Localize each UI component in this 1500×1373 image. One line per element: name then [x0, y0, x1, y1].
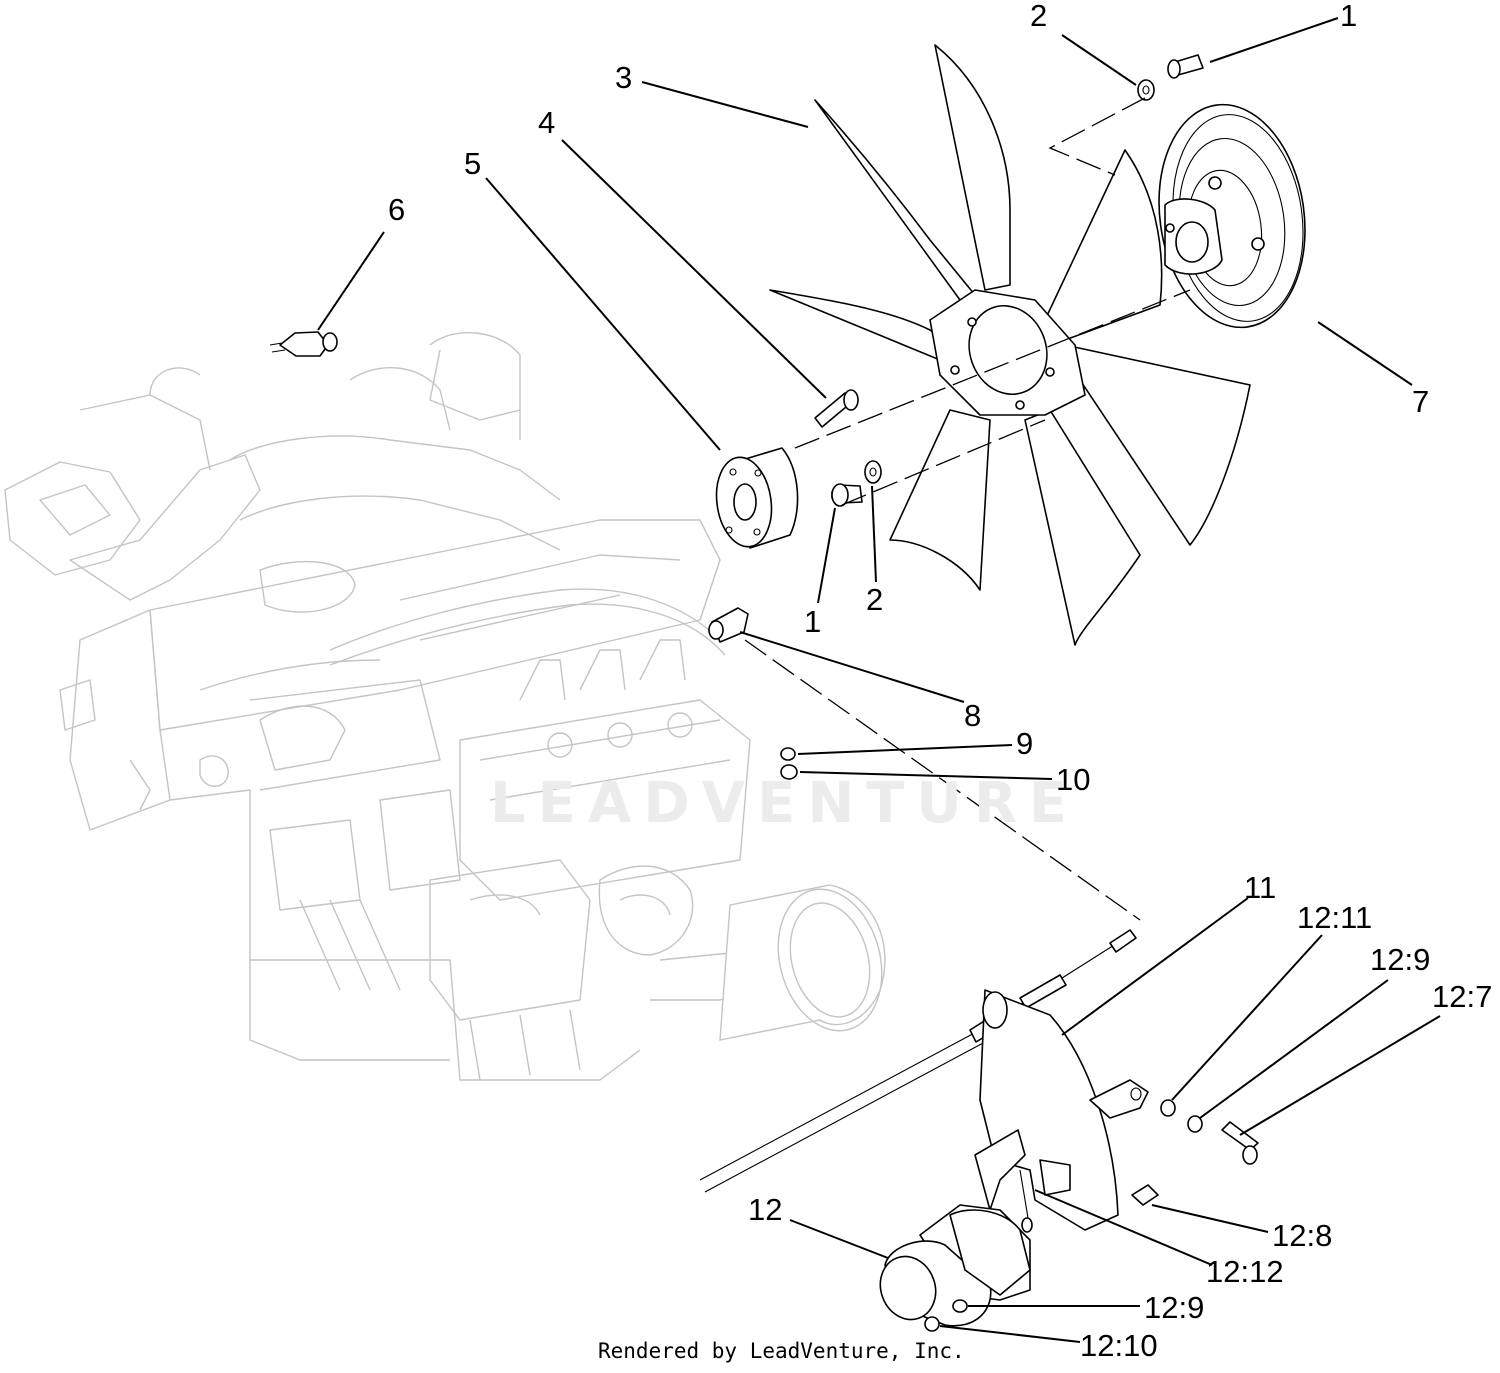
- callout-1-lower: 1: [804, 604, 821, 639]
- washer-12-11: [1160, 1099, 1176, 1117]
- callout-2-upper: 2: [1030, 0, 1047, 33]
- callout-labels: 1 2 3 4 5 6 7 1 2 8 9 10 11 12:11 12:9 1…: [388, 0, 1492, 1363]
- callout-11: 11: [1244, 870, 1276, 905]
- alignment-line-cable: [744, 639, 1141, 921]
- callout-5: 5: [464, 146, 481, 181]
- fan-spacer: [715, 447, 799, 549]
- callout-12-8: 12:8: [1272, 1218, 1332, 1253]
- bolt-lower: [831, 483, 863, 507]
- callout-12-7: 12:7: [1432, 979, 1492, 1014]
- callout-12-9-upper: 12:9: [1370, 942, 1430, 977]
- washer-9: [780, 747, 796, 761]
- callout-1-upper: 1: [1340, 0, 1357, 33]
- callout-12-9-lower: 12:9: [1144, 1290, 1204, 1325]
- callout-4: 4: [538, 105, 555, 140]
- engine-block-drawing: [4, 332, 886, 1081]
- pressure-switch: [269, 331, 338, 357]
- callout-12-12: 12:12: [1206, 1254, 1284, 1289]
- nut-12-10: [924, 1316, 940, 1332]
- callout-10: 10: [1056, 762, 1090, 797]
- callout-12-11: 12:11: [1297, 900, 1372, 935]
- callout-6: 6: [388, 192, 405, 227]
- leader-lines: [317, 17, 1441, 1343]
- washer-lower: [864, 460, 882, 484]
- stop-solenoid: [879, 1129, 1033, 1327]
- callout-9: 9: [1016, 726, 1033, 761]
- callout-7: 7: [1412, 384, 1429, 419]
- alignment-line-upper: [1048, 97, 1146, 176]
- cable-bracket: [979, 989, 1149, 1231]
- callout-2-lower: 2: [866, 582, 883, 617]
- watermark-text: LEADVENTURE: [490, 771, 1079, 836]
- callout-3: 3: [615, 60, 632, 95]
- washer-12-9-lower: [952, 1299, 968, 1313]
- callout-12: 12: [748, 1192, 782, 1227]
- fan-assembly: [769, 44, 1251, 646]
- alignment-line-mid: [794, 289, 1191, 449]
- washer-upper: [1137, 79, 1155, 101]
- nut-10: [780, 764, 798, 780]
- bolt-upper: [1167, 54, 1204, 79]
- bolt-12-7: [1221, 1121, 1259, 1165]
- cable-clamp: [708, 607, 749, 643]
- callout-12-10: 12:10: [1080, 1328, 1158, 1363]
- stud-bolt: [814, 389, 859, 428]
- fan-drive-pulley: [1158, 103, 1306, 329]
- screw-12-8: [1131, 1184, 1159, 1206]
- callout-8: 8: [964, 698, 981, 733]
- washer-12-9-upper: [1187, 1115, 1203, 1133]
- alignment-line-low: [841, 419, 1046, 506]
- render-credit: Rendered by LeadVenture, Inc.: [598, 1339, 965, 1363]
